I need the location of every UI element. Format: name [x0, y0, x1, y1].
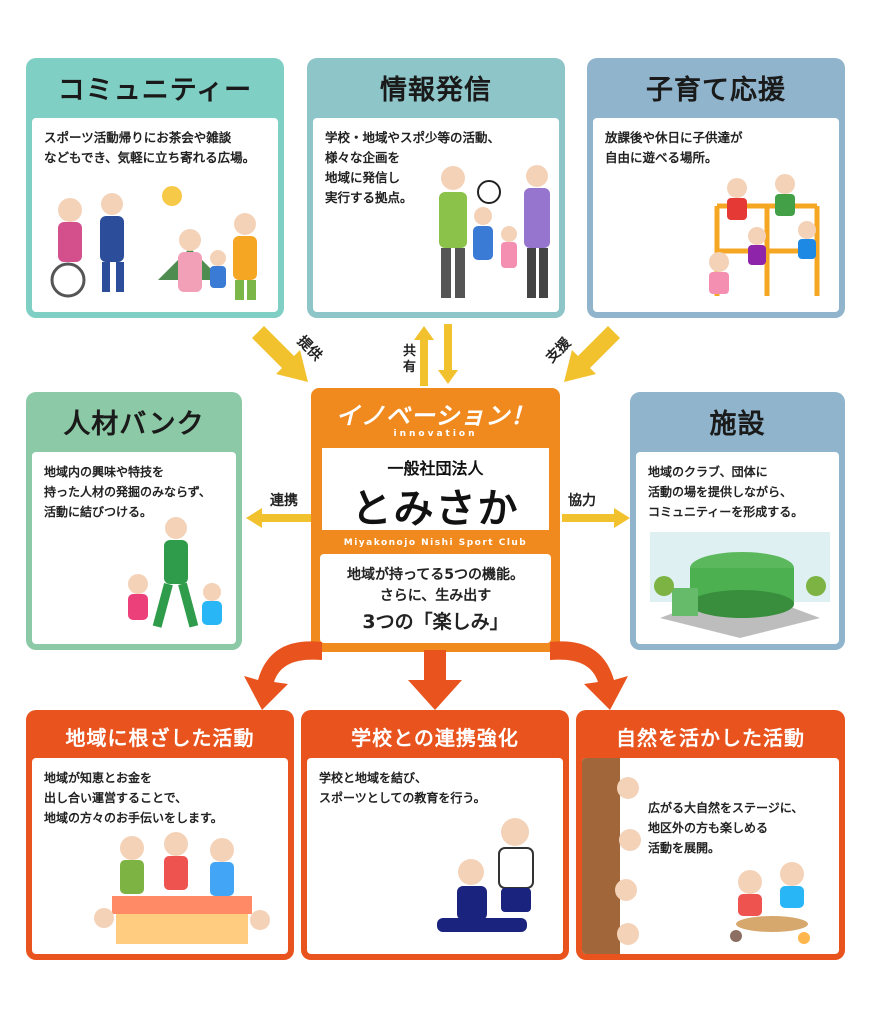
arrow-down-right: [550, 641, 628, 710]
card-description: 広がる大自然をステージに、 地区外の方も楽しめる 活動を展開。: [648, 801, 804, 855]
stretching-students-illustration: [437, 818, 534, 932]
card-title: コミュニティー: [57, 75, 253, 106]
card-info: 情報発信 学校・地域やスポ少等の活動、 様々な企画を 地域に発信し 実行する拠点…: [307, 58, 565, 318]
tree-and-children-illustration: [582, 758, 810, 954]
card-description: スポーツ活動帰りにお茶会や雑談 などもでき、気軽に立ち寄れる広場。: [44, 130, 256, 165]
org-name-box: 一般社団法人 とみさか: [320, 446, 551, 532]
org-type: 一般社団法人: [387, 459, 484, 478]
arrow-support: [564, 326, 620, 382]
center-title: イノベーション！: [335, 402, 536, 430]
card-description: 地域のクラブ、団体に 活動の場を提供しながら、 コミュニティーを形成する。: [648, 465, 804, 519]
center-organization-box: イノベーション！ innovation 一般社団法人 とみさか Miyakono…: [311, 388, 560, 652]
center-line-2: さらに、生み出す: [379, 588, 492, 604]
center-line-3: 3つの「楽しみ」: [362, 611, 509, 633]
arrow-provide: [252, 326, 308, 382]
card-description: 地域が知恵とお金を 出し合い運営することで、 地域の方々のお手伝いをします。: [44, 771, 223, 825]
card-title: 子育て応援: [646, 75, 786, 106]
org-name: とみさか: [351, 486, 520, 532]
card-facility: 施設 地域のクラブ、団体に 活動の場を提供しながら、 コミュニティーを形成する。: [630, 392, 845, 650]
market-stall-illustration: [94, 832, 270, 944]
stadium-building-illustration: [650, 532, 830, 638]
card-talent: 人材バンク 地域内の興味や特技を 持った人材の発掘のみならず、 活動に結びつける…: [26, 392, 242, 650]
card-title: 自然を活かした活動: [616, 726, 805, 750]
arrow-link: [246, 508, 312, 528]
family-with-ball-illustration: [439, 165, 550, 298]
club-name: Miyakonojo Nishi Sport Club: [343, 538, 528, 548]
card-title: 地域に根ざした活動: [65, 726, 255, 750]
arrow-share: [414, 324, 458, 386]
elderly-and-family-illustration: [50, 186, 257, 300]
children-on-jungle-gym-illustration: [709, 174, 820, 296]
card-local-activity: 地域に根ざした活動 地域が知恵とお金を 出し合い運営することで、 地域の方々のお…: [26, 710, 294, 960]
arrow-label-share: 共有: [403, 344, 417, 375]
card-childcare: 子育て応援 放課後や休日に子供達が 自由に遊べる場所。: [587, 58, 845, 318]
card-description: 地域内の興味や特技を 持った人材の発掘のみならず、 活動に結びつける。: [44, 465, 211, 519]
center-line-1: 地域が持ってる5つの機能。: [346, 567, 525, 583]
card-description: 放課後や休日に子供達が 自由に遊べる場所。: [605, 130, 743, 165]
card-description: 学校・地域やスポ少等の活動、 様々な企画を 地域に発信し 実行する拠点。: [325, 130, 501, 205]
card-nature-activity: 自然を活かした活動 広がる大自然をステージに、 地区外の方も楽しめる 活動を展開…: [576, 710, 845, 960]
card-school-cooperation: 学校との連携強化 学校と地域を結び、 スポーツとしての教育を行う。: [301, 710, 569, 960]
card-title: 学校との連携強化: [351, 726, 519, 750]
card-title: 施設: [709, 409, 766, 440]
arrow-cooperate: [562, 508, 630, 528]
arrow-down-center: [408, 650, 462, 710]
card-description: 学校と地域を結び、 スポーツとしての教育を行う。: [319, 771, 486, 805]
card-title: 情報発信: [380, 75, 492, 106]
center-subtitle: innovation: [393, 429, 478, 439]
arrow-label-cooperate: 協力: [568, 493, 596, 509]
arrow-down-left: [244, 641, 322, 710]
arrow-label-link: 連携: [270, 493, 298, 509]
center-description-box: 地域が持ってる5つの機能。 さらに、生み出す 3つの「楽しみ」: [320, 554, 551, 643]
card-title: 人材バンク: [63, 409, 205, 440]
card-community: コミュニティー スポーツ活動帰りにお茶会や雑談 などもでき、気軽に立ち寄れる広場…: [26, 58, 284, 318]
running-people-illustration: [128, 517, 222, 628]
